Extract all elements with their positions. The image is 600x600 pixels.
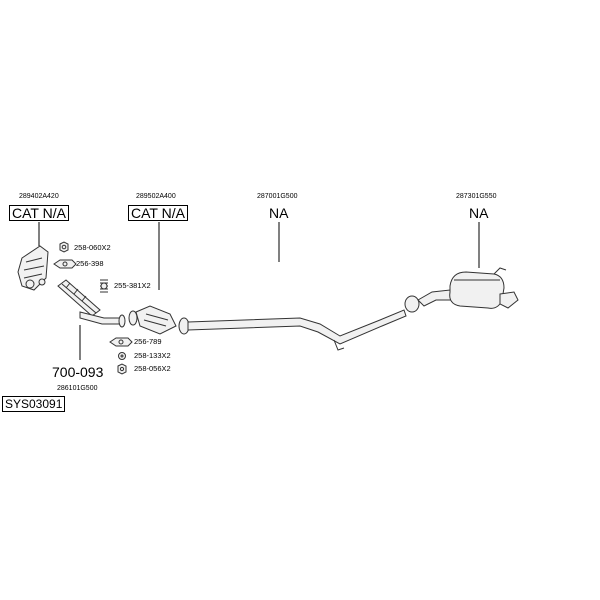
part-label[interactable]: NA xyxy=(269,205,289,221)
part-label[interactable]: CAT N/A xyxy=(9,205,69,221)
part-label[interactable]: CAT N/A xyxy=(128,205,188,221)
oem-number: 286101G500 xyxy=(57,385,98,392)
oem-number: 289502A400 xyxy=(136,193,176,200)
nut-icon xyxy=(117,363,127,375)
front-pipe[interactable] xyxy=(57,279,126,328)
part-label[interactable]: NA xyxy=(469,205,489,221)
oem-number: 287301G550 xyxy=(456,193,497,200)
small-part-label: 256-789 xyxy=(134,337,162,346)
gasket-icon xyxy=(109,337,133,347)
oem-number: 289402A420 xyxy=(19,193,59,200)
small-part-label: 258-060X2 xyxy=(74,243,111,252)
spring-icon xyxy=(100,279,108,293)
small-part-label: 255-381X2 xyxy=(114,281,151,290)
system-code: SYS03091 xyxy=(2,396,66,412)
nut-icon xyxy=(59,241,69,253)
gasket-icon xyxy=(53,259,77,269)
catalyst-2[interactable] xyxy=(128,305,190,335)
rear-silencer[interactable] xyxy=(417,267,519,309)
small-part-label: 256-398 xyxy=(76,259,104,268)
small-part-label: 258-056X2 xyxy=(134,364,171,373)
small-part-label: 258-133X2 xyxy=(134,351,171,360)
oem-number: 287001G500 xyxy=(257,193,298,200)
manifold-catalyst[interactable] xyxy=(17,245,49,291)
part-label[interactable]: 700-093 xyxy=(52,364,104,380)
washer-icon xyxy=(118,352,126,360)
middle-pipe[interactable] xyxy=(187,295,420,351)
